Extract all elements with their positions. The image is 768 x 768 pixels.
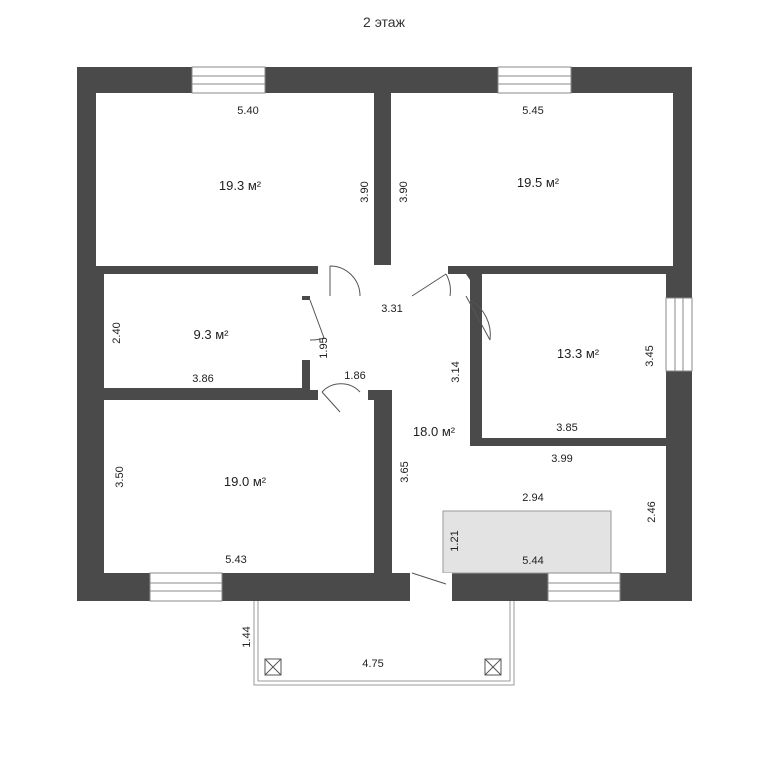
dim-bedroom-bottom-left-depth: 3.50 — [114, 466, 126, 487]
hall — [302, 274, 666, 580]
room-mid-left — [104, 274, 302, 388]
door-swing-bottom-left — [321, 383, 361, 413]
dim-hall-bottom-width: 5.44 — [522, 555, 543, 567]
window-top-right — [497, 66, 572, 94]
dim-bedroom-bottom-left-width: 5.43 — [225, 554, 246, 566]
area-bedroom-top-left: 19.3 м² — [219, 178, 262, 193]
dim-room-mid-left-width: 3.86 — [192, 373, 213, 385]
door-opening-bottom — [410, 573, 452, 601]
door-opening-top — [318, 265, 448, 275]
dim-room-mid-left-door: 1.95 — [318, 337, 330, 358]
window-bottom-left — [149, 572, 223, 602]
area-bedroom-top-right: 19.5 м² — [517, 175, 560, 190]
balcony — [253, 601, 515, 686]
window-top-left — [191, 66, 266, 94]
dim-room-mid-right-width: 3.85 — [556, 422, 577, 434]
bedroom-bottom-left — [104, 400, 374, 573]
dim-bedroom-top-right-width: 5.45 — [522, 105, 543, 117]
dim-stair-depth: 1.21 — [449, 530, 461, 551]
dim-hall-depth: 3.65 — [399, 461, 411, 482]
dim-balcony-depth: 1.44 — [241, 626, 253, 647]
door-opening-bottom-left — [318, 388, 368, 402]
bedroom-top-right — [391, 93, 673, 266]
door-swing-top-right — [411, 273, 451, 297]
window-right — [665, 297, 693, 372]
dim-hall-right-width: 3.99 — [551, 453, 572, 465]
dim-room-mid-right-depth: 3.45 — [644, 345, 656, 366]
room-mid-right — [482, 274, 666, 438]
dim-hall-mid: 3.14 — [450, 361, 462, 382]
area-hall: 18.0 м² — [413, 424, 456, 439]
dim-bedroom-top-left-depth: 3.90 — [359, 181, 371, 202]
door-opening-mid-left — [301, 300, 311, 360]
dim-hall-top-width: 3.31 — [381, 303, 402, 315]
dim-bedroom-top-right-depth: 3.90 — [398, 181, 410, 202]
dim-balcony-width: 4.75 — [362, 658, 383, 670]
area-room-mid-right: 13.3 м² — [557, 346, 600, 361]
floor-title: 2 этаж — [363, 14, 405, 30]
staircase — [442, 510, 612, 574]
dim-room-mid-left-depth: 2.40 — [111, 322, 123, 343]
bedroom-top-left — [96, 93, 374, 266]
door-swing-mid-left — [309, 299, 325, 341]
window-bottom-right — [547, 572, 621, 602]
dim-bedroom-top-left-width: 5.40 — [237, 105, 258, 117]
dim-stair-width: 2.94 — [522, 492, 543, 504]
area-bedroom-bottom-left: 19.0 м² — [224, 474, 267, 489]
area-room-mid-left: 9.3 м² — [194, 327, 230, 342]
balcony-post-right — [484, 658, 502, 676]
door-swing-bottom — [411, 572, 447, 585]
door-swing-top-left — [329, 265, 361, 297]
dim-hall-right-depth: 2.46 — [646, 501, 658, 522]
door-swing-right — [465, 295, 491, 341]
dim-hall-left-width: 1.86 — [344, 370, 365, 382]
balcony-post-left — [264, 658, 282, 676]
